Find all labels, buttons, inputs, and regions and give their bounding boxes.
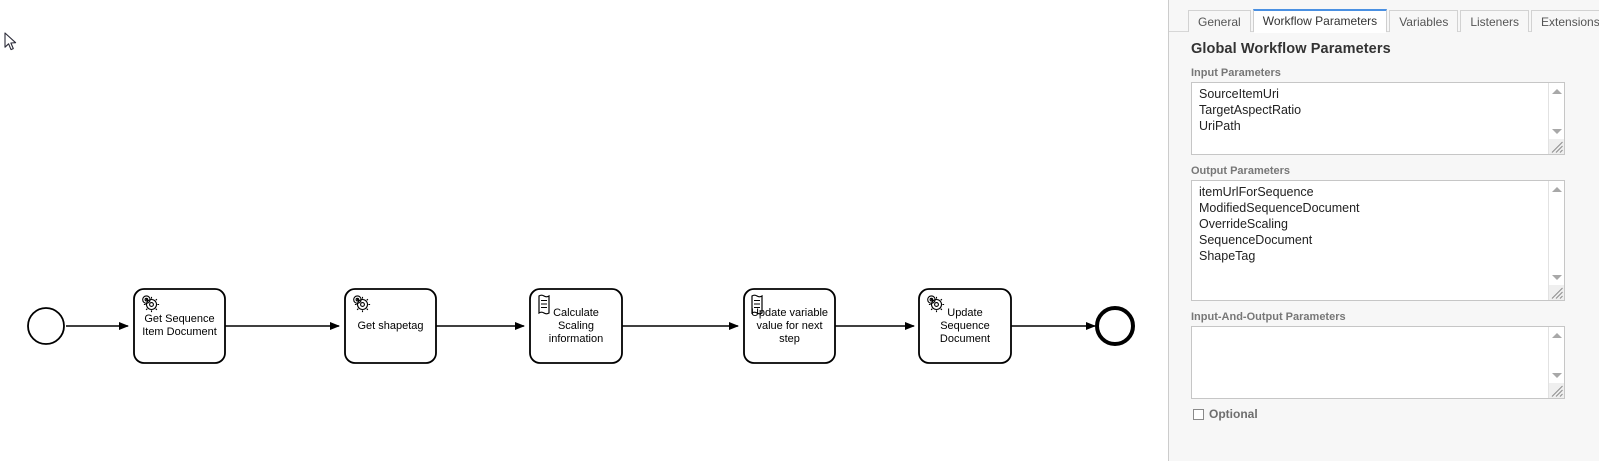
tab-general[interactable]: General: [1188, 10, 1251, 32]
list-item[interactable]: SequenceDocument: [1199, 233, 1313, 247]
list-item[interactable]: ModifiedSequenceDocument: [1199, 201, 1360, 215]
task-label: Update: [947, 307, 982, 319]
optional-checkbox-label: Optional: [1209, 407, 1258, 421]
input-parameters-label: Input Parameters: [1191, 67, 1281, 79]
task-label: Update variable: [751, 307, 828, 319]
properties-tab-bar[interactable]: General Workflow Parameters Variables Li…: [1169, 9, 1599, 33]
scroll-down-icon[interactable]: [1549, 124, 1564, 138]
task-update-sequence-document[interactable]: Update Sequence Document: [918, 288, 1012, 364]
list-item[interactable]: OverrideScaling: [1199, 217, 1288, 231]
task-get-shapetag[interactable]: Get shapetag: [344, 288, 437, 364]
script-task-icon: [538, 294, 550, 315]
list-item[interactable]: TargetAspectRatio: [1199, 103, 1302, 117]
gear-service-task-icon: [927, 295, 945, 313]
list-item[interactable]: ShapeTag: [1199, 249, 1256, 263]
scroll-down-icon[interactable]: [1549, 368, 1564, 382]
task-label: Calculate: [553, 307, 599, 319]
workflow-parameters-pane: Global Workflow Parameters Input Paramet…: [1188, 32, 1599, 461]
task-label: Document: [940, 333, 990, 345]
task-label: Scaling: [558, 320, 594, 332]
optional-checkbox-row[interactable]: Optional: [1193, 407, 1599, 421]
tab-variables[interactable]: Variables: [1389, 10, 1459, 32]
task-label: Sequence: [940, 320, 990, 332]
script-task-icon: [751, 294, 763, 315]
scrollbar-vertical[interactable]: [1548, 83, 1564, 154]
gear-service-task-icon: [142, 295, 160, 313]
scroll-down-icon[interactable]: [1549, 270, 1564, 284]
scroll-up-icon[interactable]: [1549, 182, 1564, 196]
task-calculate-scaling-information[interactable]: Calculate Scaling information: [529, 288, 623, 364]
task-label: information: [549, 333, 603, 345]
scrollbar-vertical[interactable]: [1548, 181, 1564, 300]
list-item[interactable]: SourceItemUri: [1199, 87, 1279, 101]
tab-extensions[interactable]: Extensions: [1531, 10, 1599, 32]
input-and-output-parameters-listbox[interactable]: [1191, 326, 1565, 399]
list-item[interactable]: UriPath: [1199, 119, 1241, 133]
input-parameters-listbox[interactable]: SourceItemUri TargetAspectRatio UriPath: [1191, 82, 1565, 155]
properties-panel: General Workflow Parameters Variables Li…: [1168, 0, 1599, 461]
list-item[interactable]: itemUrlForSequence: [1199, 185, 1314, 199]
resize-grip-icon[interactable]: [1549, 383, 1564, 398]
task-label: Get shapetag: [357, 320, 423, 332]
resize-grip-icon[interactable]: [1549, 285, 1564, 300]
tab-listeners[interactable]: Listeners: [1460, 10, 1530, 32]
task-label: Item Document: [142, 326, 217, 338]
tab-workflow-parameters[interactable]: Workflow Parameters: [1252, 9, 1388, 33]
scroll-up-icon[interactable]: [1549, 84, 1564, 98]
scroll-up-icon[interactable]: [1549, 328, 1564, 342]
panel-top-strip: [1169, 0, 1599, 9]
bpmn-diagram-canvas[interactable]: Get Sequence Item Document Get shapetag: [0, 0, 1168, 461]
task-get-sequence-item-document[interactable]: Get Sequence Item Document: [133, 288, 226, 364]
page-title: Global Workflow Parameters: [1191, 41, 1391, 57]
task-update-variable-value-for-next-step[interactable]: Update variable value for next step: [743, 288, 836, 364]
gear-service-task-icon: [353, 295, 371, 313]
end-event[interactable]: [1095, 306, 1135, 346]
output-parameters-label: Output Parameters: [1191, 165, 1291, 177]
output-parameters-listbox[interactable]: itemUrlForSequence ModifiedSequenceDocum…: [1191, 180, 1565, 301]
task-label: Get Sequence: [144, 313, 214, 325]
input-and-output-parameters-label: Input-And-Output Parameters: [1191, 311, 1346, 323]
task-label: step: [779, 333, 800, 345]
scrollbar-vertical[interactable]: [1548, 327, 1564, 398]
task-label: value for next: [756, 320, 822, 332]
resize-grip-icon[interactable]: [1549, 139, 1564, 154]
optional-checkbox[interactable]: [1193, 408, 1204, 420]
start-event[interactable]: [27, 307, 65, 345]
